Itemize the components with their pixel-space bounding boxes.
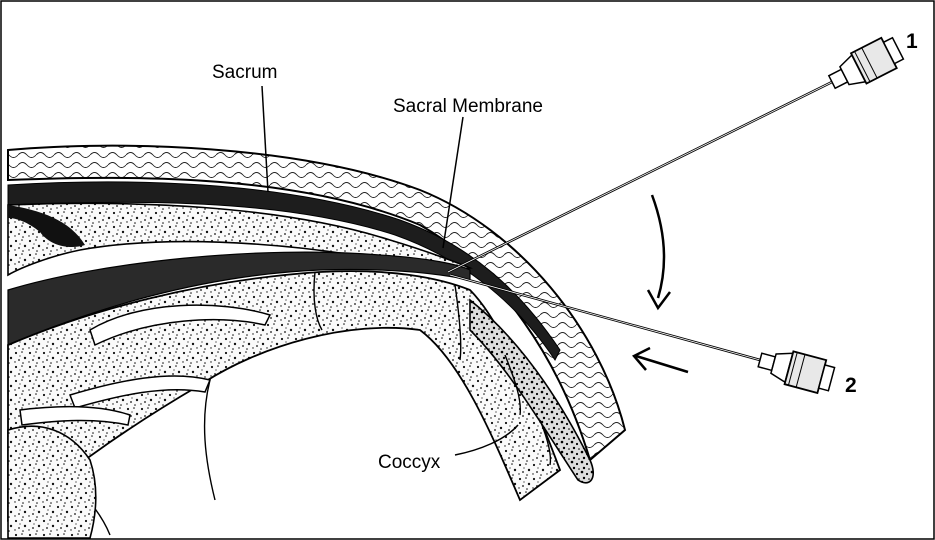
sacral-membrane-label: Sacral Membrane [393,96,543,117]
sacrum-label: Sacrum [212,62,277,83]
needle-2-label: 2 [845,374,857,397]
coccyx-label: Coccyx [378,452,441,473]
needle-1-label: 1 [906,30,918,53]
